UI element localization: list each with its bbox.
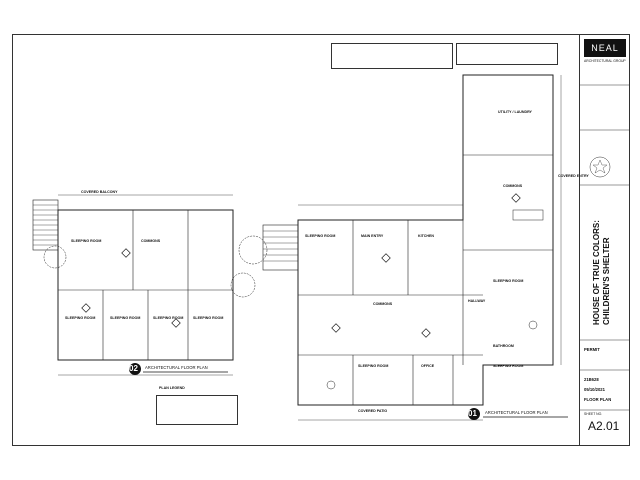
plan-02-outline — [57, 209, 234, 361]
plan-legend-box — [156, 395, 238, 425]
room-label: COMMONS — [141, 239, 161, 243]
floor-plan-notes-box — [456, 43, 558, 65]
drawing-sheet: PLAN LEGEND 02 ARCHITECTURAL FLOOR PLAN … — [12, 34, 630, 446]
plan-02-number: 02 — [129, 364, 138, 373]
title-block-lines — [580, 84, 630, 411]
room-label: COMMONS — [373, 302, 393, 306]
title-block: NEAL ARCHITECTURAL GROUP HOUSE OF TRUE C… — [579, 35, 630, 445]
room-label: COVERED BALCONY — [81, 190, 118, 194]
room-label: KITCHEN — [418, 234, 434, 238]
plan-02-title: ARCHITECTURAL FLOOR PLAN — [145, 365, 208, 370]
plan-01-outline — [297, 74, 554, 406]
plan-01-number: 01 — [468, 409, 477, 418]
issue-date: 05/10/2021 — [584, 387, 605, 392]
room-label: UTILITY / LAUNDRY — [498, 110, 532, 114]
room-label: SLEEPING ROOM — [153, 316, 184, 320]
room-label: SLEEPING ROOM — [305, 234, 336, 238]
room-label: COVERED ENTRY — [558, 174, 589, 178]
firm-subtitle: ARCHITECTURAL GROUP — [584, 59, 626, 63]
room-label: COVERED PATIO — [358, 409, 388, 413]
issue-label: PERMIT — [584, 347, 600, 352]
project-title-line-2: CHILDREN'S SHELTER — [602, 237, 611, 325]
project-title-line-1: HOUSE OF TRUE COLORS: — [592, 220, 601, 325]
room-label: MAIN ENTRY — [361, 234, 384, 238]
room-label: OFFICE — [421, 364, 435, 368]
room-label: SLEEPING ROOM — [493, 364, 524, 368]
firm-logo: NEAL — [584, 39, 626, 57]
drawing-area: PLAN LEGEND 02 ARCHITECTURAL FLOOR PLAN … — [13, 35, 589, 445]
room-label: SLEEPING ROOM — [71, 239, 102, 243]
room-label: SLEEPING ROOM — [493, 279, 524, 283]
sheet-no-label: SHEET NO. — [584, 412, 603, 416]
room-label: COMMONS — [503, 184, 523, 188]
room-label: HALLWAY — [468, 299, 486, 303]
sheet-title: FLOOR PLAN — [584, 397, 612, 402]
room-label: SLEEPING ROOM — [358, 364, 389, 368]
plan-01-title: ARCHITECTURAL FLOOR PLAN — [485, 410, 548, 415]
plan-legend-title: PLAN LEGEND — [159, 386, 185, 390]
room-label: SLEEPING ROOM — [193, 316, 224, 320]
sheet-number: A2.01 — [588, 419, 620, 433]
room-label: SLEEPING ROOM — [110, 316, 141, 320]
room-label: SLEEPING ROOM — [65, 316, 96, 320]
floor-plan-drawing — [32, 62, 568, 421]
project-number: 21B628 — [584, 377, 599, 382]
general-notes-box — [331, 43, 453, 69]
room-label: BATHROOM — [493, 344, 514, 348]
